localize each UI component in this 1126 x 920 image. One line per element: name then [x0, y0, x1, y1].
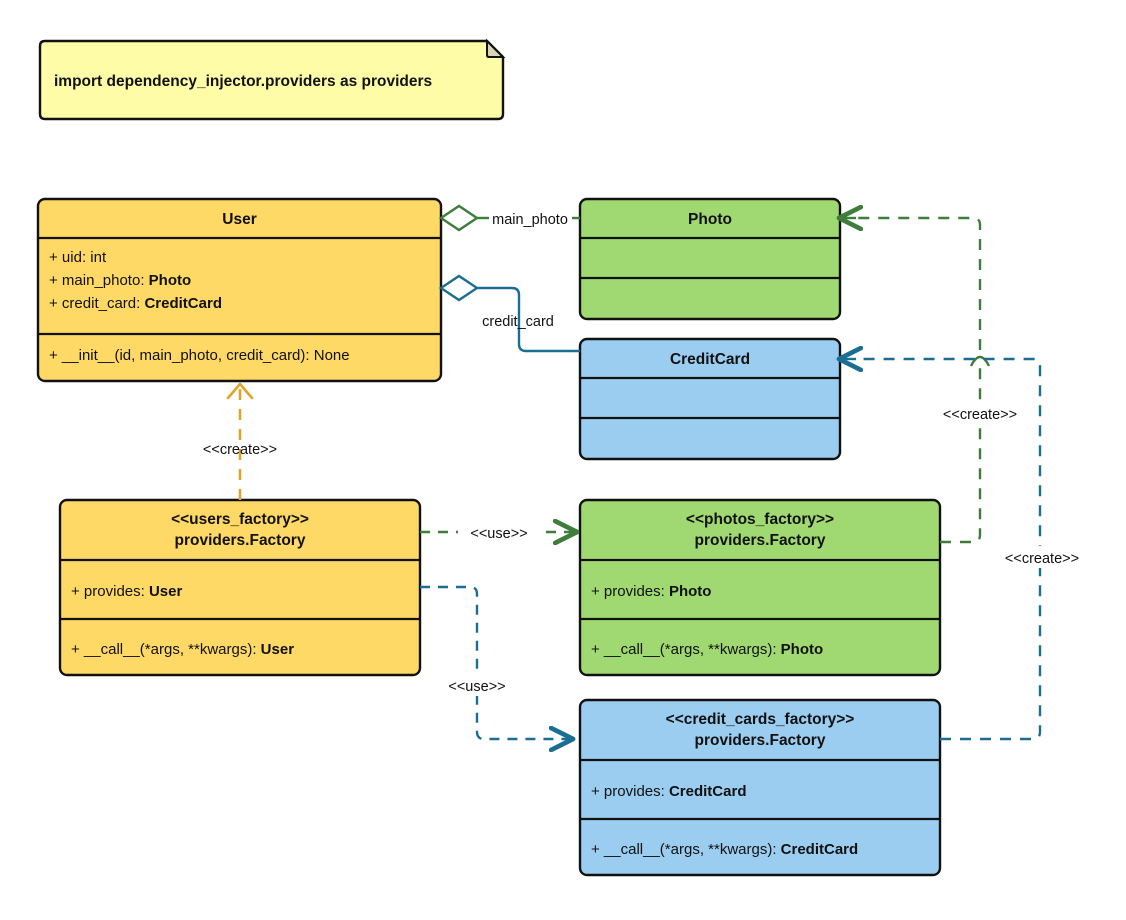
edge-label-use-photos: <<use>>: [470, 526, 527, 542]
edge-user-credit-card[interactable]: credit_card: [438, 274, 580, 353]
photos-factory-method-0: + __call__(*args, **kwargs): Photo: [591, 641, 823, 658]
users-factory-stereotype: <<users_factory>>: [171, 511, 309, 528]
users-factory-class-name: providers.Factory: [175, 532, 306, 549]
user-attr-0: + uid: int: [49, 249, 107, 266]
edge-label-backdrop: [984, 546, 1100, 568]
edge-label-create-credit-card: <<create>>: [1005, 551, 1079, 567]
note-fold-corner-icon: [486, 38, 506, 58]
edge-users-factory-create-user[interactable]: <<create>>: [203, 382, 277, 500]
edge-label-main-photo: main_photo: [492, 212, 568, 228]
creditcard-class-name: CreditCard: [670, 351, 750, 368]
edge-users-factory-use-photos-factory[interactable]: <<use>>: [420, 521, 576, 543]
edge-user-main-photo[interactable]: main_photo: [438, 204, 580, 232]
edge-users-factory-use-credit-cards-factory[interactable]: <<use>>: [420, 585, 572, 739]
user-method-0: + __init__(id, main_photo, credit_card):…: [49, 347, 350, 364]
user-class-name: User: [222, 211, 256, 228]
photos-factory-box-background: [578, 498, 942, 677]
note-body: [38, 39, 505, 121]
user-attr-2: + credit_card: CreditCard: [49, 295, 222, 312]
note-text: import dependency_injector.providers as …: [54, 73, 432, 90]
class-box-photo[interactable]: Photo: [578, 197, 842, 321]
photo-box-background: [578, 197, 842, 321]
edge-label-backdrop: [438, 674, 516, 696]
edge-label-backdrop: [922, 402, 1038, 424]
user-attr-1: + main_photo: Photo: [49, 272, 191, 289]
class-box-users-factory[interactable]: <<users_factory>> providers.Factory + pr…: [58, 498, 422, 677]
creditcard-box-background: [578, 337, 842, 461]
class-box-photos-factory[interactable]: <<photos_factory>> providers.Factory + p…: [578, 498, 942, 677]
line-hop-icon: [969, 355, 991, 367]
edge-credit-cards-factory-create-credit-card[interactable]: <<create>>: [840, 359, 1100, 741]
credit-cards-factory-attr-0: + provides: CreditCard: [591, 783, 746, 800]
edge-label-create-photo: <<create>>: [943, 407, 1017, 423]
photo-class-name: Photo: [688, 211, 732, 228]
credit-cards-factory-box-background: [578, 698, 942, 877]
class-box-credit-cards-factory[interactable]: <<credit_cards_factory>> providers.Facto…: [578, 698, 942, 877]
edge-label-use-credit-cards: <<use>>: [448, 679, 505, 695]
photos-factory-stereotype: <<photos_factory>>: [686, 511, 834, 528]
photos-factory-class-name: providers.Factory: [695, 532, 826, 549]
class-box-user[interactable]: User + uid: int + main_photo: Photo + cr…: [36, 197, 443, 383]
edge-path-create-photo-lower: [940, 368, 982, 544]
credit-cards-factory-stereotype: <<credit_cards_factory>>: [666, 711, 855, 728]
class-box-creditcard[interactable]: CreditCard: [578, 337, 842, 461]
credit-cards-factory-class-name: providers.Factory: [695, 732, 826, 749]
edge-path-credit-card: [477, 286, 580, 353]
edge-path-use-credit-cards: [420, 585, 572, 739]
import-note: import dependency_injector.providers as …: [38, 38, 506, 121]
user-box-background: [36, 197, 443, 383]
credit-cards-factory-method-0: + __call__(*args, **kwargs): CreditCard: [591, 841, 858, 858]
edge-path-create-photo-upper: [856, 216, 982, 350]
edge-label-backdrop: [458, 521, 540, 543]
edge-photos-factory-create-photo[interactable]: <<create>>: [840, 216, 1038, 544]
users-factory-method-0: + __call__(*args, **kwargs): User: [71, 641, 294, 658]
open-arrowhead-icon: [226, 382, 254, 400]
aggregation-diamond-icon: [438, 274, 480, 302]
photos-factory-attr-0: + provides: Photo: [591, 583, 711, 600]
edge-label-credit-card: credit_card: [482, 314, 554, 330]
aggregation-diamond-icon: [438, 204, 480, 232]
edge-label-create-user: <<create>>: [203, 442, 277, 458]
users-factory-attr-0: + provides: User: [71, 583, 182, 600]
